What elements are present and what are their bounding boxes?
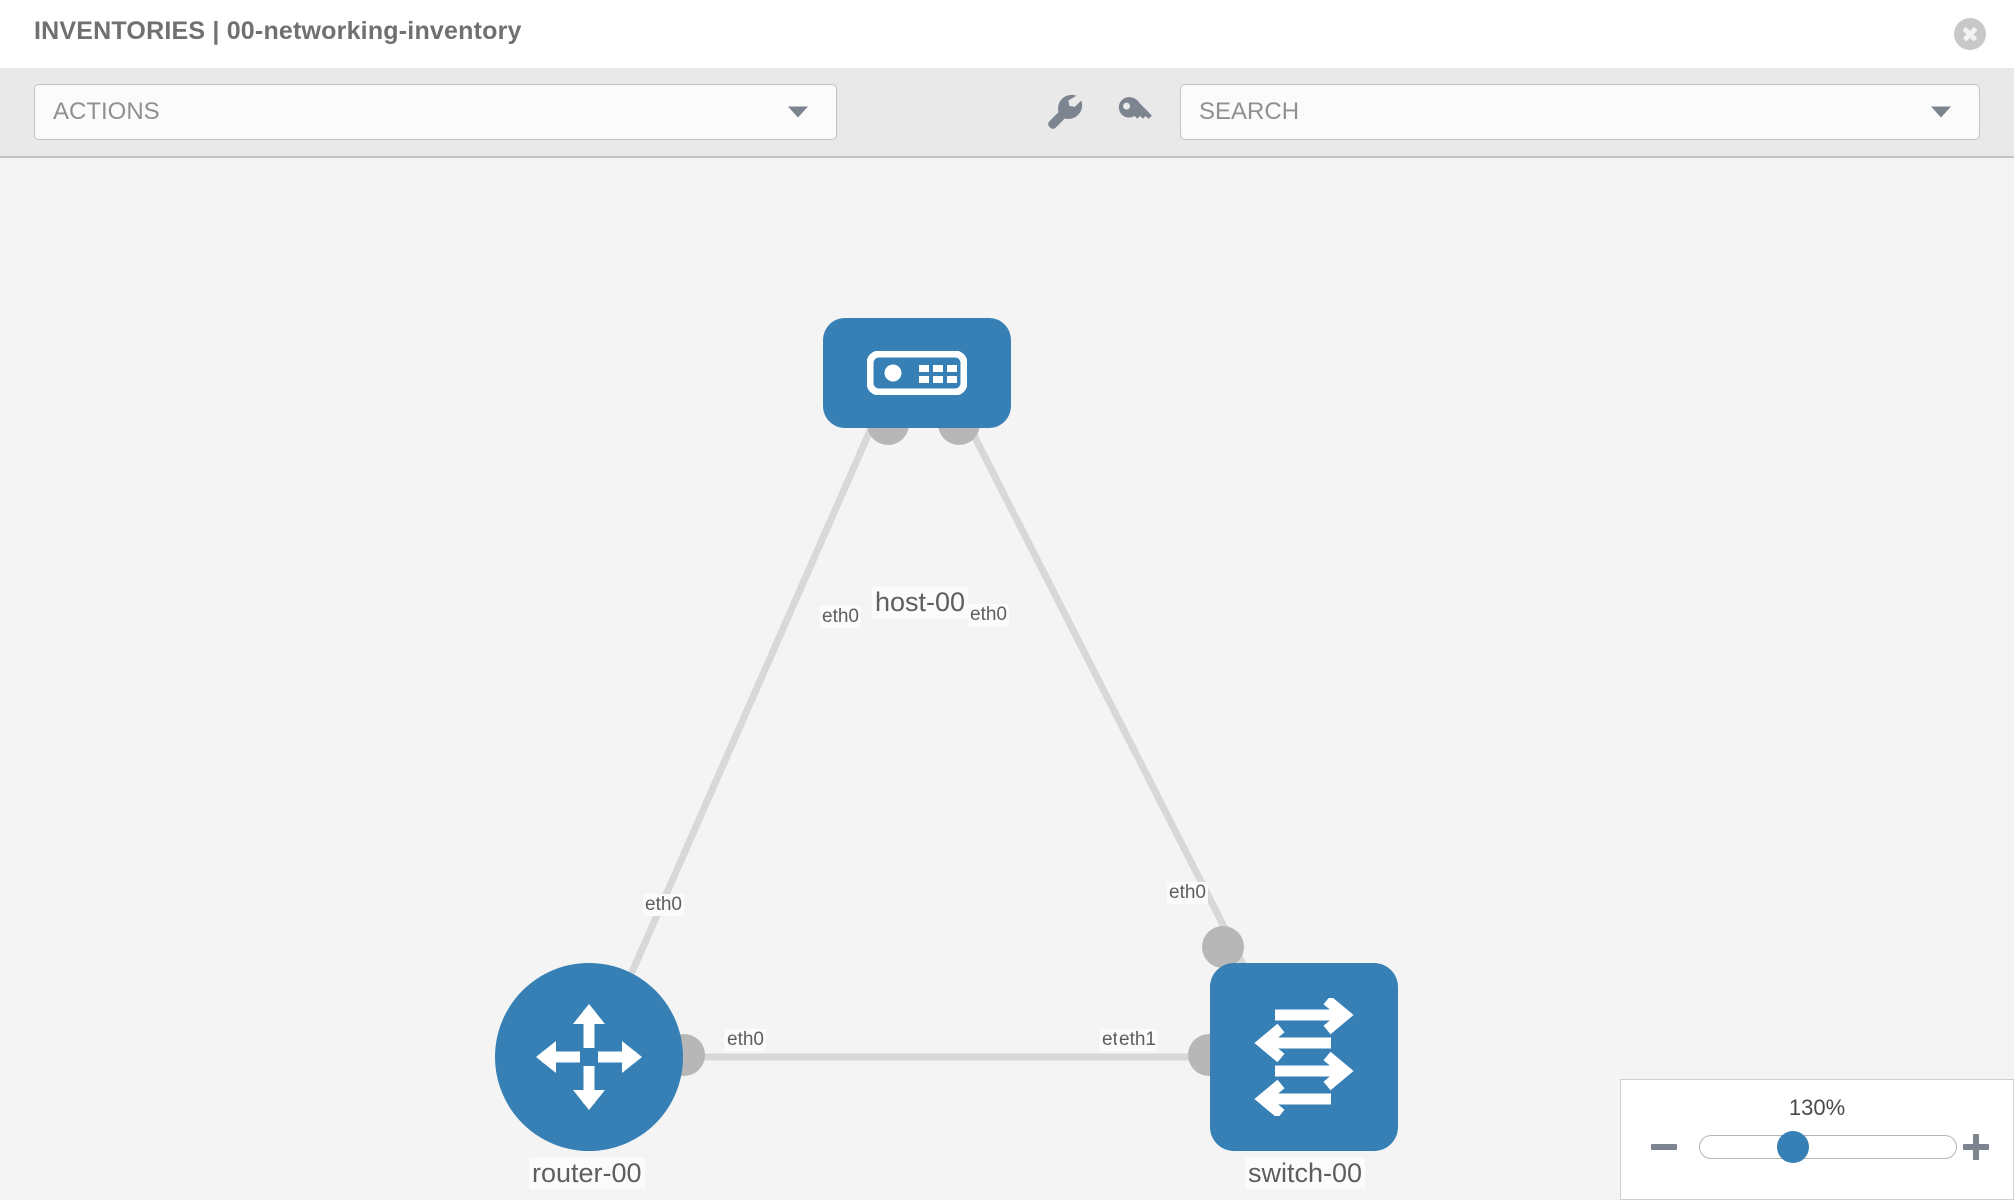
edge-label-host-left: eth0 <box>820 606 861 628</box>
close-icon[interactable] <box>1954 18 1986 50</box>
key-icon[interactable] <box>1112 90 1156 134</box>
edge-label-router-upper: eth0 <box>643 894 684 916</box>
zoom-slider-thumb[interactable] <box>1777 1131 1809 1163</box>
zoom-out-icon[interactable] <box>1649 1132 1679 1162</box>
node-router-00[interactable] <box>495 963 683 1151</box>
node-label-router-00: router-00 <box>529 1158 645 1189</box>
node-host-00[interactable] <box>823 318 1011 428</box>
interface-nub-switch-top[interactable] <box>1202 926 1244 968</box>
link-host-switch <box>956 406 1249 970</box>
zoom-control-panel: 130% <box>1620 1079 2014 1200</box>
node-label-host-00: host-00 <box>872 587 969 618</box>
zoom-in-icon[interactable] <box>1961 1132 1991 1162</box>
search-placeholder: SEARCH <box>1199 98 1300 125</box>
chevron-down-icon <box>788 106 808 118</box>
edge-label-router-right: eth0 <box>725 1029 766 1051</box>
topology-canvas[interactable]: host-00 router-00 switch-00 eth0 eth0 et… <box>0 158 2014 1200</box>
edge-label-switch-left: eth1 <box>1117 1029 1158 1051</box>
chevron-down-icon <box>1931 106 1951 118</box>
zoom-percent-label: 130% <box>1788 1095 1846 1120</box>
node-label-switch-00: switch-00 <box>1245 1158 1366 1189</box>
actions-dropdown-label: ACTIONS <box>53 98 160 125</box>
search-input[interactable]: SEARCH <box>1180 84 1980 140</box>
toolbar: ACTIONS SEARCH <box>0 68 2014 158</box>
edge-label-host-right: eth0 <box>968 604 1009 626</box>
link-host-router <box>621 406 884 990</box>
window-header: INVENTORIES | 00-networking-inventory <box>0 0 2014 68</box>
switch-arrows-icon <box>1243 998 1365 1116</box>
zoom-slider-track[interactable] <box>1699 1135 1957 1159</box>
actions-dropdown[interactable]: ACTIONS <box>34 84 837 140</box>
server-icon <box>867 351 967 395</box>
node-switch-00[interactable] <box>1210 963 1398 1151</box>
edge-label-switch-upper: eth0 <box>1167 882 1208 904</box>
topology-links <box>621 406 1249 1061</box>
router-arrows-icon <box>530 998 648 1116</box>
page-title: INVENTORIES | 00-networking-inventory <box>34 17 522 45</box>
wrench-icon[interactable] <box>1043 90 1087 134</box>
